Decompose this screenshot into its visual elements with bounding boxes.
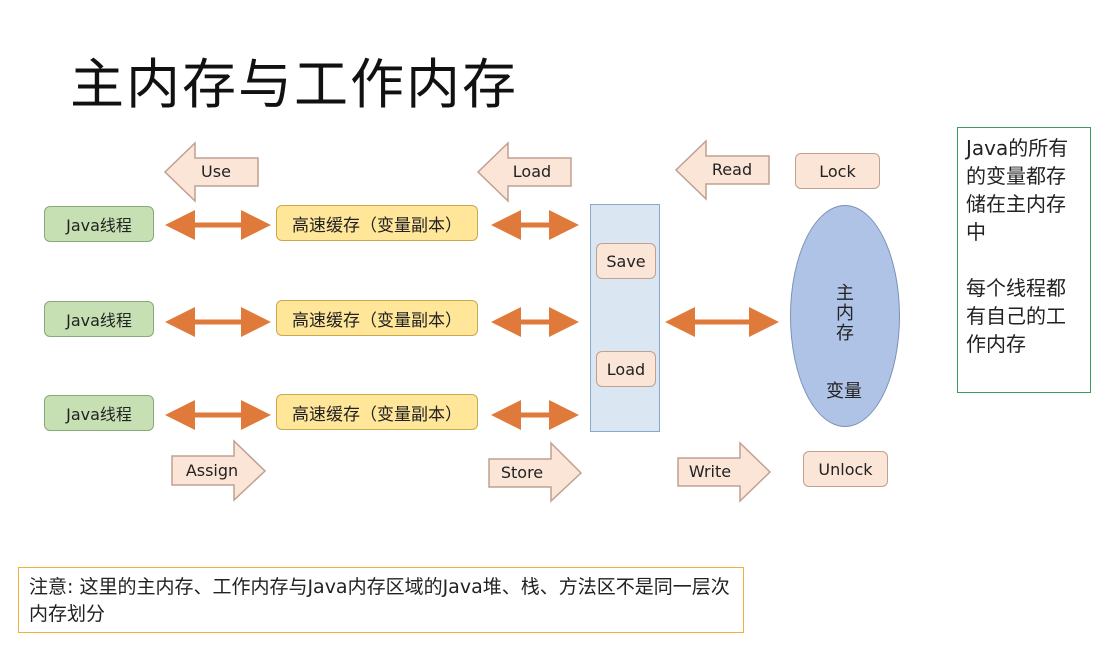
java-thread-1: Java线程 bbox=[44, 206, 154, 242]
page-title: 主内存与工作内存 bbox=[70, 53, 518, 116]
save-load-interface bbox=[590, 204, 660, 432]
assign-arrow-shape bbox=[171, 439, 267, 502]
cache-box-3: 高速缓存（变量副本） bbox=[276, 394, 478, 430]
side-note-line-2: 每个线程都有自己的工作内存 bbox=[966, 276, 1066, 356]
interface-load-box: Load bbox=[596, 351, 656, 387]
load-arrow-shape bbox=[476, 141, 572, 203]
cache-box-2: 高速缓存（变量副本） bbox=[276, 300, 478, 336]
save-box: Save bbox=[596, 243, 656, 279]
main-memory bbox=[790, 205, 900, 427]
use-label: Use bbox=[201, 162, 231, 181]
assign-label: Assign bbox=[185, 461, 239, 480]
write-label: Write bbox=[688, 462, 732, 481]
footnote: 注意: 这里的主内存、工作内存与Java内存区域的Java堆、栈、方法区不是同一… bbox=[18, 567, 744, 633]
main-memory-variable: 变量 bbox=[826, 381, 862, 402]
java-thread-3: Java线程 bbox=[44, 395, 154, 431]
cache-box-1: 高速缓存（变量副本） bbox=[276, 205, 478, 241]
read-arrow-shape bbox=[674, 139, 770, 201]
java-thread-2: Java线程 bbox=[44, 301, 154, 337]
side-note: Java的所有的变量都存储在主内存中 每个线程都有自己的工作内存 bbox=[957, 127, 1091, 393]
side-note-line-1: Java的所有的变量都存储在主内存中 bbox=[966, 136, 1069, 244]
store-label: Store bbox=[500, 463, 544, 482]
load-label: Load bbox=[512, 162, 552, 181]
main-memory-label: 主内存 bbox=[836, 283, 854, 344]
read-label: Read bbox=[711, 160, 753, 179]
unlock-box: Unlock bbox=[803, 451, 888, 487]
store-arrow-shape bbox=[488, 441, 583, 503]
lock-box: Lock bbox=[795, 153, 880, 189]
write-arrow-shape bbox=[677, 441, 772, 503]
use-arrow-shape bbox=[163, 141, 259, 203]
